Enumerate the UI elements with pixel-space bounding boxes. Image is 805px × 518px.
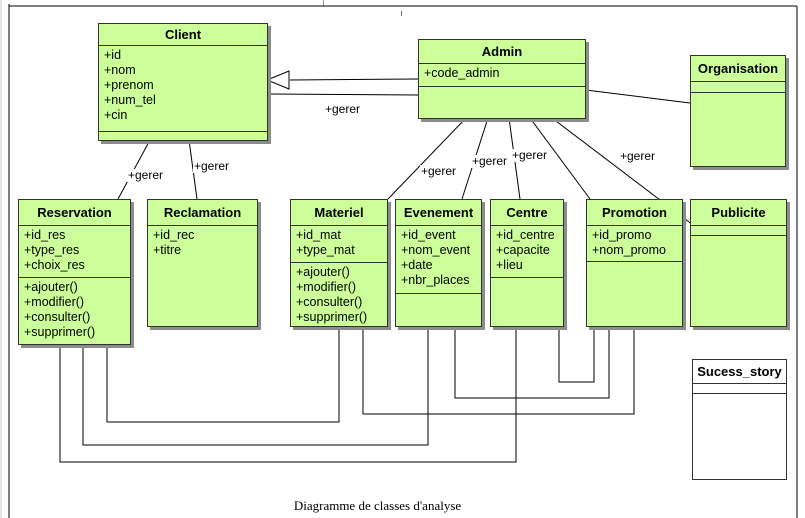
attribute: +cin	[104, 108, 128, 122]
class-admin-attributes: +code_admin	[419, 64, 585, 87]
class-centre: Centre +id_centre +capacite +lieu	[490, 199, 564, 327]
method: +consulter()	[24, 310, 91, 324]
link-materiel-reservation	[106, 326, 340, 423]
class-promotion-name: Promotion	[587, 200, 682, 226]
link-centre-reservation	[59, 326, 517, 463]
class-sucess-story: Sucess_story	[692, 359, 787, 480]
attribute: +choix_res	[24, 258, 85, 272]
class-materiel: Materiel +id_mat +type_mat +ajouter() +m…	[290, 199, 388, 327]
class-evenement-methods	[396, 294, 481, 298]
class-evenement-name: Evenement	[396, 200, 481, 226]
attribute: +type_res	[24, 243, 80, 257]
class-client-attributes: +id +nom +prenom +num_tel +cin	[99, 46, 267, 132]
class-client-methods	[99, 132, 267, 136]
assoc-admin-organisation	[585, 89, 691, 104]
class-promotion-methods	[587, 262, 682, 266]
class-sucess-story-name: Sucess_story	[693, 360, 786, 384]
label-admin-centre: +gerer	[511, 148, 549, 162]
class-client: Client +id +nom +prenom +num_tel +cin	[98, 23, 268, 141]
attribute: +num_tel	[104, 93, 156, 107]
method: +modifier()	[296, 280, 357, 294]
class-organisation-attributes	[691, 82, 785, 93]
class-reclamation-attributes: +id_rec +titre	[148, 226, 257, 260]
link-materiel-promotion	[362, 326, 635, 415]
attribute: +capacite	[496, 243, 550, 257]
label-admin-evenement: +gerer	[420, 164, 458, 178]
class-admin-methods	[419, 87, 585, 91]
class-centre-attributes: +id_centre +capacite +lieu	[491, 226, 563, 278]
label-client-reservation: +gerer	[127, 168, 165, 182]
class-reservation-name: Reservation	[19, 200, 130, 226]
attribute: +id	[104, 48, 122, 62]
label-admin-materiel: +gerer	[471, 154, 509, 168]
generalization-arrowhead	[265, 70, 290, 90]
grid-line	[0, 0, 2, 518]
class-evenement-attributes: +id_event +nom_event +date +nbr_places	[396, 226, 481, 294]
class-organisation-methods	[691, 93, 785, 97]
label-client-reclamation: +gerer	[193, 159, 231, 173]
label-admin-client: +gerer	[324, 102, 362, 116]
class-organisation-name: Organisation	[691, 56, 785, 82]
assoc-admin-client	[267, 93, 419, 96]
grid-line	[401, 11, 402, 16]
class-sucess-story-attributes	[693, 384, 786, 394]
assoc-admin-promotion	[529, 117, 591, 200]
method: +modifier()	[24, 295, 85, 309]
class-reservation-methods: +ajouter() +modifier() +consulter() +sup…	[19, 278, 130, 342]
method: +supprimer()	[296, 310, 368, 324]
class-materiel-methods: +ajouter() +modifier() +consulter() +sup…	[291, 263, 387, 327]
link-evenement-promotion	[454, 326, 610, 399]
method: +supprimer()	[24, 325, 96, 339]
class-promotion: Promotion +id_promo +nom_promo	[586, 199, 683, 327]
class-materiel-name: Materiel	[291, 200, 387, 226]
class-promotion-attributes: +id_promo +nom_promo	[587, 226, 682, 262]
attribute: +nbr_places	[401, 273, 470, 287]
method: +ajouter()	[24, 280, 78, 294]
class-publicite-name: Publicite	[691, 200, 786, 226]
attribute: +titre	[153, 243, 182, 257]
method: +ajouter()	[296, 265, 350, 279]
attribute: +prenom	[104, 78, 154, 92]
attribute: +id_event	[401, 228, 456, 242]
class-reclamation-name: Reclamation	[148, 200, 257, 226]
class-reservation-attributes: +id_res +type_res +choix_res	[19, 226, 130, 278]
label-admin-publicite: +gerer	[619, 149, 657, 163]
class-reservation: Reservation +id_res +type_res +choix_res…	[18, 199, 131, 345]
grid-line	[323, 0, 324, 6]
attribute: +id_promo	[592, 228, 652, 242]
class-evenement: Evenement +id_event +nom_event +date +nb…	[395, 199, 482, 327]
class-publicite-methods	[691, 236, 786, 240]
attribute: +id_mat	[296, 228, 341, 242]
class-reclamation: Reclamation +id_rec +titre	[147, 199, 258, 327]
class-sucess-story-methods	[693, 394, 786, 398]
class-publicite-attributes	[691, 226, 786, 236]
link-evenement-reservation	[82, 326, 429, 446]
attribute: +date	[401, 258, 433, 272]
diagram-caption: Diagramme de classes d'analyse	[293, 498, 462, 513]
attribute: +nom_promo	[592, 243, 666, 257]
attribute: +id_rec	[153, 228, 195, 242]
link-centre-promotion	[558, 326, 595, 383]
attribute: +nom_event	[401, 243, 471, 257]
generalization-line	[289, 78, 419, 81]
class-centre-name: Centre	[491, 200, 563, 226]
class-admin: Admin +code_admin	[418, 39, 586, 119]
attribute: +id_res	[24, 228, 66, 242]
attribute: +nom	[104, 63, 136, 77]
class-organisation: Organisation	[690, 55, 786, 167]
attribute: +lieu	[496, 258, 523, 272]
method: +consulter()	[296, 295, 363, 309]
assoc-admin-materiel	[387, 117, 467, 200]
class-centre-methods	[491, 278, 563, 282]
attribute: +type_mat	[296, 243, 355, 257]
attribute: +id_centre	[496, 228, 555, 242]
class-publicite: Publicite	[690, 199, 787, 327]
class-materiel-attributes: +id_mat +type_mat	[291, 226, 387, 263]
attribute: +code_admin	[424, 66, 500, 80]
class-admin-name: Admin	[419, 40, 585, 64]
class-client-name: Client	[99, 24, 267, 46]
